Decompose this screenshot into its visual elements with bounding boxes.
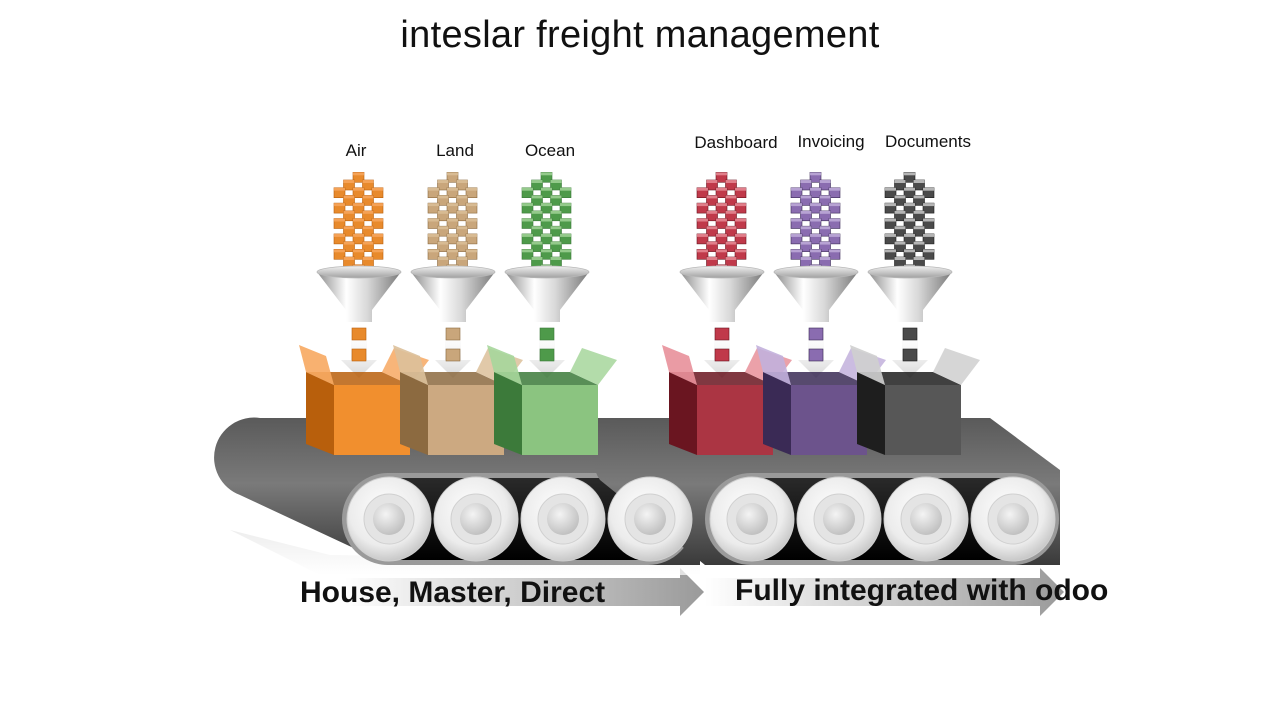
station-ocean (487, 172, 617, 455)
caption-house-master-direct: House, Master, Direct (300, 576, 606, 609)
station-air (299, 172, 429, 455)
station-invoicing (756, 172, 886, 455)
roller (520, 476, 606, 562)
box-invoicing (756, 345, 886, 455)
label-invoicing: Invoicing (797, 132, 865, 151)
station-documents (850, 172, 980, 455)
caption-fully-integrated: Fully integrated with odoo (735, 574, 1109, 607)
label-land: Land (436, 141, 474, 160)
flow-arrow-left (345, 568, 704, 616)
cube-stack (884, 172, 935, 276)
conveyor-rollers (346, 476, 1056, 562)
roller (607, 476, 693, 562)
cube-stack (790, 172, 841, 276)
roller (433, 476, 519, 562)
cube-stack (427, 172, 478, 276)
funnel-icon (410, 265, 496, 322)
cube-stack (333, 172, 384, 276)
box-documents (850, 345, 980, 455)
roller (346, 476, 432, 562)
box-ocean (487, 345, 617, 455)
label-dashboard: Dashboard (694, 133, 778, 152)
box-air (299, 345, 429, 455)
label-ocean: Ocean (524, 141, 576, 160)
roller (796, 476, 882, 562)
roller (970, 476, 1056, 562)
box-dashboard (662, 345, 792, 455)
funnel-icon (773, 265, 859, 322)
slide-title: inteslar freight management (400, 14, 880, 56)
box-land (393, 345, 523, 455)
label-documents: Documents (885, 132, 971, 151)
station-land (393, 172, 523, 455)
flow-arrow-right (705, 568, 1064, 616)
cube-stack (696, 172, 747, 276)
roller (883, 476, 969, 562)
roller (709, 476, 795, 562)
cube-stack (521, 172, 572, 276)
funnel-icon (316, 265, 402, 322)
funnel-icon (504, 265, 590, 322)
funnel-icon (679, 265, 765, 322)
funnel-icon (867, 265, 953, 322)
label-air: Air (345, 141, 367, 160)
station-dashboard (662, 172, 792, 455)
